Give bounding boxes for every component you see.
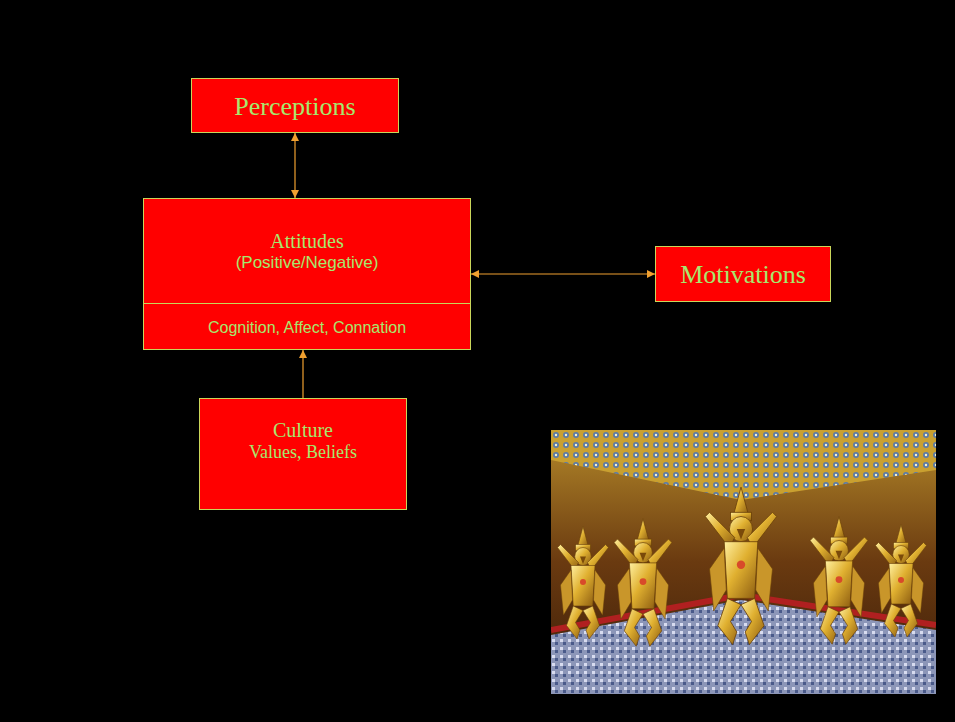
connector-line [294, 133, 295, 198]
text-holder: Cognition, Affect, Connation [144, 304, 470, 352]
mosaic-band [551, 430, 936, 500]
arrow-head [647, 270, 655, 278]
text-holder: Perceptions [192, 79, 398, 134]
node-subtitle: (Positive/Negative) [236, 253, 379, 273]
text-holder: CultureValues, Beliefs [200, 399, 406, 511]
attitude-box: Attitudes(Positive/Negative) Cognition, A… [143, 198, 471, 350]
component-band: Cognition, Affect, Connation [144, 303, 470, 351]
node-title: Cognition, Affect, Connation [208, 319, 406, 337]
arrow-head [471, 270, 479, 278]
perception-box: Perceptions [191, 78, 399, 133]
node-title: Motivations [680, 260, 806, 290]
double-arrow [471, 270, 655, 278]
arrow-head [291, 133, 299, 141]
garuda-figure [876, 525, 927, 638]
garuda-figure [705, 487, 776, 644]
photo-ground [551, 430, 936, 694]
node-title: Perceptions [234, 92, 355, 122]
garuda-figure [810, 517, 868, 645]
motivation-box: Motivations [655, 246, 831, 302]
text-holder: Motivations [656, 247, 830, 303]
culture-box: CultureValues, Beliefs [199, 398, 407, 510]
red-ledge [551, 595, 936, 630]
connector-line [471, 273, 655, 274]
arrow-head [299, 350, 307, 358]
node-title: Attitudes [270, 230, 343, 253]
node-subtitle: Values, Beliefs [249, 442, 357, 463]
garuda-figure [614, 519, 672, 647]
double-arrow [299, 350, 307, 398]
garuda-figure [558, 527, 609, 640]
node-title: Culture [273, 419, 333, 442]
text-holder: Attitudes(Positive/Negative) [144, 199, 470, 303]
double-arrow [291, 133, 299, 198]
arrow-head [291, 190, 299, 198]
temple-photo [551, 430, 936, 694]
